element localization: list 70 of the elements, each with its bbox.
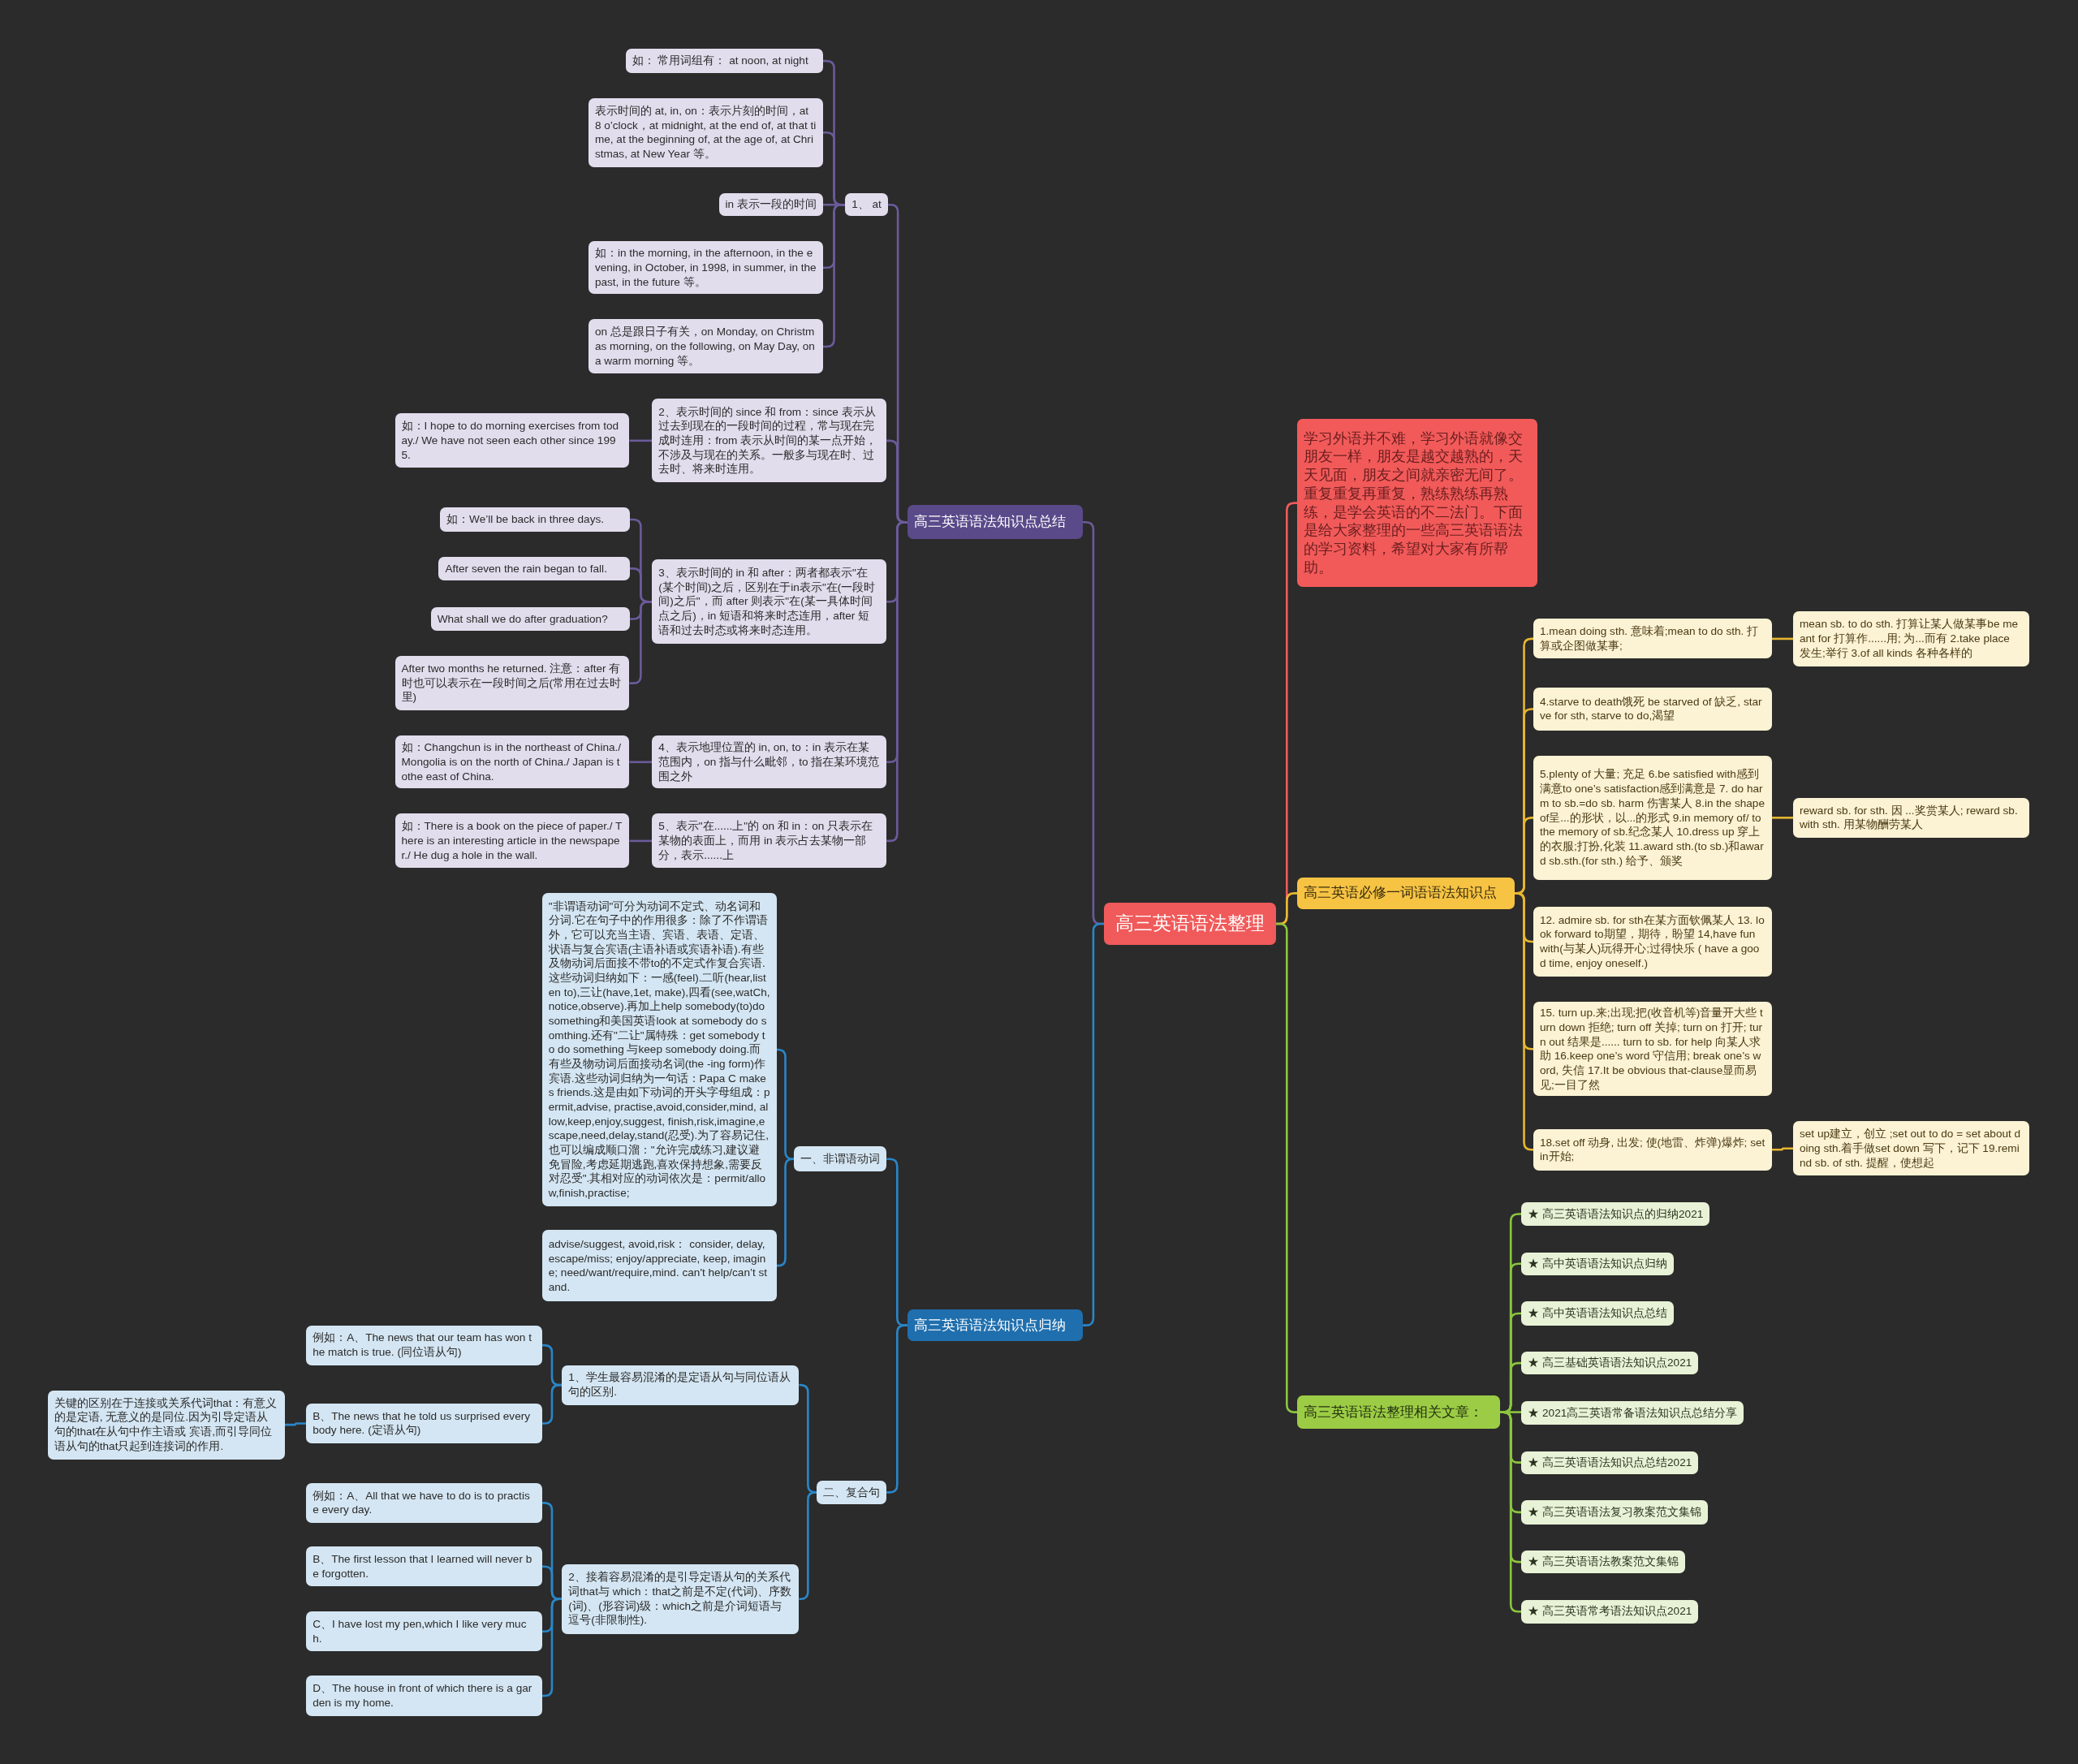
subtopic-box: in 表示一段的时间	[718, 193, 823, 217]
subtopic-box: What shall we do after graduation?	[430, 606, 630, 632]
article-link-box: ★ 高三英语语法复习教案范文集锦	[1521, 1500, 1709, 1525]
subtopic-box: B、The first lesson that I learned will never be forgotten.	[306, 1546, 542, 1587]
subtopic-box: 2、表示时间的 since 和 from：since 表示从过去到现在的一段时间的过程，常与现在完成时连用：from 表示从时间的某一点开始，不涉及与现在的关系。一般多与现在时、过去时、将来时连用。	[652, 399, 887, 483]
article-link-box: ★ 高三英语语法教案范文集锦	[1521, 1551, 1686, 1573]
subtopic-box: 表示时间的 at, in, on：表示片刻的时间，at 8 o’clock，at midnight, at the end of, at that time, at the beginning of, at the age of, at Christmas, at New Year 等。	[588, 97, 823, 167]
connector-line	[1082, 922, 1104, 1326]
subtopic-box: After seven the rain began to fall.	[438, 556, 630, 581]
article-link-box: ★ 高三英语常考语法知识点2021	[1521, 1599, 1699, 1624]
subtopic-box: 5、表示"在......上"的 on 和 in：on 只表示在某物的表面上，而用 in 表示占去某物一部分，表示......上	[652, 813, 887, 869]
subtopic-box: 3、表示时间的 in 和 after：两者都表示"在(某个时间)之后，区别在于in表示"在(一段时间)之后"，而 after 则表示"在(某一具体时间点之后)，in 短语和将来时态连用，after 短语和过去时态或将来时态连用。	[652, 559, 887, 645]
connector-line	[886, 1324, 908, 1494]
subtopic-box: 2、接着容易混淆的是引导定语从句的关系代词that与 which：that之前是不定(代词)、序数(词)、(形容词)级：which之前是介词短语与逗号(非限制性).	[562, 1563, 800, 1635]
connector-line	[1771, 637, 1793, 640]
article-link-box: ★ 高三英语语法知识点总结2021	[1521, 1451, 1699, 1474]
subtopic-box: 如：I hope to do morning exercises from today./ We have not seen each other since 1995.	[394, 413, 630, 468]
subtopic-box: 如：in the morning, in the afternoon, in the evening, in October, in 1998, in summer, in the past, in the future 等。	[588, 241, 823, 295]
branch-topic-box: 高三英语语法知识点归纳	[908, 1309, 1083, 1342]
subtopic-box: "非谓语动词"可分为动词不定式、动名词和分词.它在句子中的作用很多：除了不作谓语外，它可以充当主语、宾语、表语、定语、状语与复合宾语(主语补语或宾语补语).有些及物动词后面接不带to的不定式作复合宾语.这些动词归纳如下：一感(feel).二听(hear,listen to),三让(have,1et, make),四看(see,watCh,notice,observe).再加上help somebody(to)do something和美国英语look at somebody do somthing.还有"二让"属特殊：get somebody to do something 与keep somebody doing.而有些及物动词后面接动名词(the -ing form)作宾语.这些动词归纳为一句话：Papa C makes friends.这是由如下动词的开头字母组成：permit,advise, practise,avoid,consider,mind, allow,keep,enjoy,suggest, finish,risk,imagine,escape,need,delay,stand(忍受).为了容易记住,也可以编成顺口溜："允许完成练习,建议避免冒险,考虑延期逃跑,喜欢保持想象,需要反对忍受".其相对应的动词依次是：permit/allow,finish,practise;	[541, 893, 777, 1206]
subtopic-box: 一、非谓语动词	[794, 1146, 887, 1172]
subtopic-box: 1、 at	[845, 193, 888, 217]
article-link-box: ★ 高中英语语法知识点归纳	[1521, 1252, 1675, 1275]
subtopic-box: B、The news that he told us surprised everybody here. (定语从句)	[306, 1403, 542, 1443]
article-link-box: ★ 2021高三英语常备语法知识点总结分享	[1521, 1400, 1744, 1425]
article-link-box: ★ 高中英语语法知识点总结	[1521, 1301, 1675, 1326]
connector-line	[629, 839, 653, 843]
article-link-box: ★ 高三基础英语语法知识点2021	[1521, 1352, 1699, 1375]
connector-line	[776, 1048, 795, 1161]
subtopic-box: advise/suggest, avoid,risk： consider, delay, escape/miss; enjoy/appreciate, keep, imagine; need/want/require,mind. can't help/can’t stand.	[541, 1230, 777, 1302]
central-topic-box: 高三英语语法整理	[1104, 902, 1277, 946]
connector-line	[1771, 1147, 1793, 1151]
subtopic-box: 关键的区别在于连接或关系代词that：有意义的是定语, 无意义的是同位.因为引导定语从句的that在从句中作主语或 宾语,而引导同位语从句的that只起到连接词的作用.	[47, 1390, 285, 1460]
connector-line	[629, 761, 653, 764]
subtopic-box: reward sb. for sth. 因 ...奖赏某人; reward sb. with sth. 用某物酬劳某人	[1792, 797, 2029, 838]
subtopic-box: on 总是跟日子有关，on Monday, on Christmas morning, on the following, on May Day, on a warm morning 等。	[588, 319, 823, 374]
subtopic-box: 二、复合句	[817, 1480, 887, 1505]
connector-line	[799, 1491, 817, 1601]
subtopic-box: C、I have lost my pen,which I like very much.	[306, 1611, 542, 1652]
branch-topic-box: 高三英语语法整理相关文章：	[1297, 1395, 1501, 1429]
article-link-box: ★ 高三英语语法知识点的归纳2021	[1521, 1201, 1710, 1227]
branch-topic-box: 高三英语必修一词语语法知识点	[1297, 877, 1515, 909]
subtopic-box: 如：Changchun is in the northeast of China./ Mongolia is on the north of China./ Japan is tothe east of China.	[394, 735, 630, 789]
connector-line	[1771, 817, 1793, 819]
connector-line	[776, 1158, 795, 1267]
subtopic-box: 5.plenty of 大量; 充足 6.be satisfied with感到满意to one’s satisfaction感到满意是 7. do harm to sb.=do sb. harm 伤害某人 8.in the shape of呈...的形状，以...的形式 9.in memory of/ to the memory of sb.纪念某人 10.dress up 穿上的衣服;打扮,化装 11.award sth.(to sb.)和award sb.sth.(for sth.) 给予、颁奖	[1533, 755, 1772, 881]
subtopic-box: D、The house in front of which there is a garden is my home.	[306, 1675, 542, 1717]
branch-topic-box: 高三英语语法知识点总结	[908, 505, 1083, 540]
subtopic-box: 4.starve to death饿死 be starved of 缺乏, starve for sth, starve to do,渴望	[1533, 688, 1772, 731]
subtopic-box: 1、学生最容易混淆的是定语从句与同位语从句的区别.	[562, 1365, 800, 1405]
connector-line	[629, 439, 653, 442]
subtopic-box: 18.set off 动身, 出发; 使(地雷、炸弹)爆炸; set in开始;	[1533, 1129, 1772, 1171]
subtopic-box: After two months he returned. 注意：after 有时也可以表示在一段时间之后(常用在过去时里)	[394, 656, 630, 711]
subtopic-box: 例如：A、The news that our team has won the match is true. (同位语从句)	[306, 1325, 542, 1365]
connector-line	[285, 1422, 307, 1426]
subtopic-box: mean sb. to do sth. 打算让某人做某事be meant for 打算作......用; 为...而有 2.take place 发生;举行 3.of all kinds 各种各样的	[1792, 610, 2029, 667]
subtopic-box: set up建立，创立 ;set out to do = set about doing sth.着手做set down 写下，记下 19.remind sb. of sth. 提醒，使想起	[1792, 1121, 2029, 1176]
subtopic-box: 如： 常用词组有： at noon, at night	[625, 49, 823, 73]
intro-text-box: 学习外语并不难，学习外语就像交朋友一样，朋友是越交越熟的，天天见面，朋友之间就亲密无间了。重复重复再重复，熟练熟练再熟练，是学会英语的不二法门。下面是给大家整理的一些高三英语语法的学习资料，希望对大家有所帮助。	[1297, 418, 1537, 588]
subtopic-box: 1.mean doing sth. 意味着;mean to do sth. 打算或企图做某事;	[1533, 619, 1772, 659]
subtopic-box: 如：There is a book on the piece of paper./ There is an interesting article in the newspaper./ He dug a hole in the wall.	[394, 813, 630, 869]
subtopic-box: 例如：A、All that we have to do is to practise every day.	[306, 1482, 542, 1523]
connector-line	[886, 520, 908, 843]
connector-line	[541, 1598, 563, 1697]
subtopic-box: 12. admire sb. for sth在某方面钦佩某人 13. look forward to期望，期待，盼望 14,have fun with(与某人)玩得开心;过得快乐 ( have a good time, enjoy oneself.)	[1533, 906, 1772, 977]
subtopic-box: 如：We’ll be back in three days.	[440, 507, 630, 532]
connector-line	[1276, 922, 1298, 1413]
subtopic-box: 15. turn up.来;出现;把(收音机等)音量开大些 turn down 拒绝; turn off 关掉; turn on 打开; turn out 结果是...... turn to sb. for help 向某人求助 16.keep one’s word 守信用; break one’s word, 失信 17.It be obvious that-clause显而易见;一目了然	[1533, 1002, 1772, 1097]
subtopic-box: 4、表示地理位置的 in, on, to：in 表示在某范围内，on 指与什么毗邻，to 指在某环境范围之外	[652, 735, 887, 789]
connector-line	[541, 1383, 563, 1425]
